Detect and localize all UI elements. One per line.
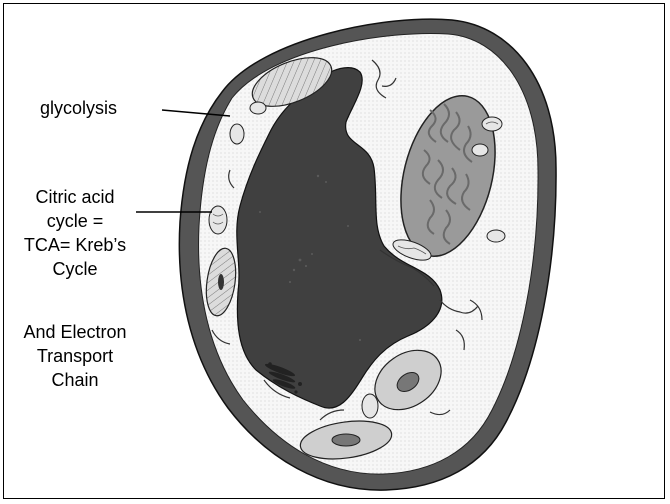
electron-transport-line-3: Chain xyxy=(0,368,150,392)
glycolysis-label: glycolysis xyxy=(40,96,117,120)
citric-acid-line-1: Citric acid xyxy=(0,185,150,209)
citric-acid-line-3: TCA= Kreb’s xyxy=(0,233,150,257)
starch-grain-left xyxy=(218,274,224,290)
electron-transport-line-1: And Electron xyxy=(0,320,150,344)
starch-grain-bottom xyxy=(332,434,360,446)
citric-acid-cycle-label: Citric acid cycle = TCA= Kreb’s Cycle xyxy=(0,185,150,281)
electron-transport-line-2: Transport xyxy=(0,344,150,368)
citric-acid-line-4: Cycle xyxy=(0,257,150,281)
electron-transport-label: And Electron Transport Chain xyxy=(0,320,150,392)
citric-acid-line-2: cycle = xyxy=(0,209,150,233)
